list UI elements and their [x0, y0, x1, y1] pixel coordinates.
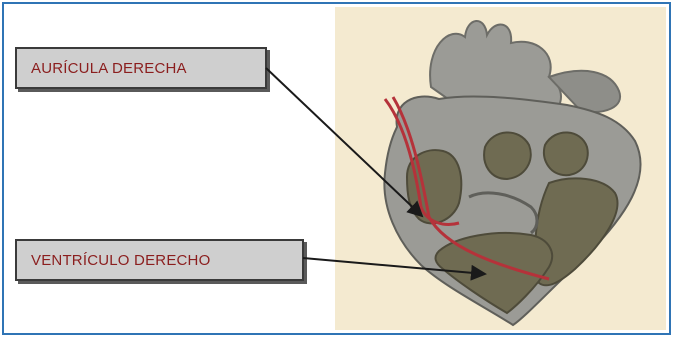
label-right-atrium: AURÍCULA DERECHA	[15, 47, 267, 89]
diagram-frame: AURÍCULA DERECHA VENTRÍCULO DERECHO	[2, 2, 671, 335]
right-atrium-chamber	[407, 150, 461, 223]
label-right-ventricle: VENTRÍCULO DERECHO	[15, 239, 304, 281]
upper-chamber-right	[544, 132, 588, 175]
heart-illustration	[335, 7, 666, 330]
label-right-atrium-text: AURÍCULA DERECHA	[31, 60, 187, 77]
upper-chamber-left	[484, 132, 531, 179]
label-right-ventricle-text: VENTRÍCULO DERECHO	[31, 252, 210, 269]
